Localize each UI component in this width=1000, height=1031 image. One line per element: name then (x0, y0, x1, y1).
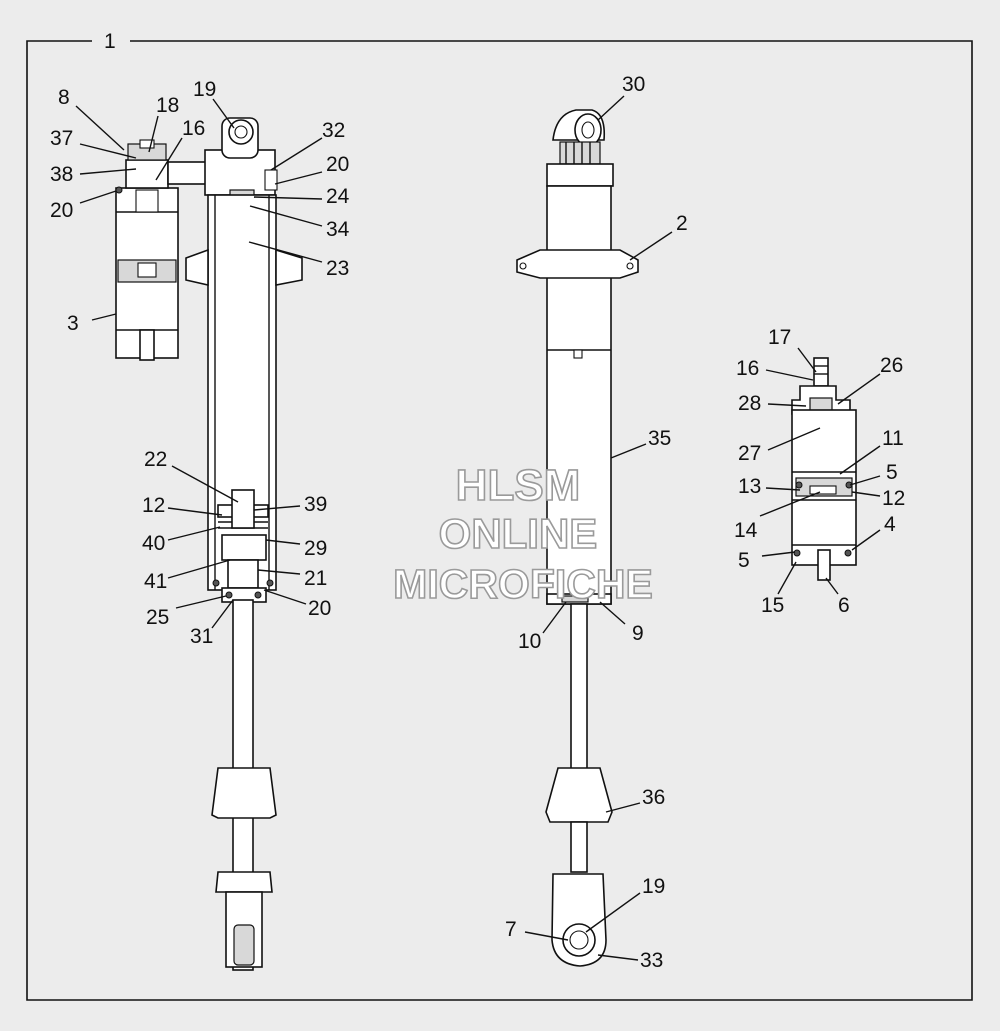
callout-c7: 7 (505, 918, 517, 941)
callout-c35: 35 (648, 427, 671, 450)
callout-c14: 14 (734, 519, 758, 542)
callout-c2: 2 (676, 212, 688, 235)
callout-c25: 25 (146, 606, 169, 629)
callout-c10: 10 (518, 630, 541, 653)
callout-c16b: 16 (736, 357, 759, 380)
callout-c12b: 12 (882, 487, 905, 510)
watermark: HLSM ONLINE MICROFICHE (392, 460, 653, 608)
leader-lines (75, 95, 881, 961)
callout-c13: 13 (738, 475, 761, 498)
callout-c33: 33 (640, 949, 663, 972)
callout-c5a: 5 (886, 461, 898, 484)
callout-c20b: 20 (326, 153, 349, 176)
frame-label: 1 (104, 30, 116, 53)
callout-c11: 11 (882, 427, 904, 450)
watermark-line1: HLSM (456, 461, 581, 510)
callout-c37: 37 (50, 127, 73, 150)
callout-c30: 30 (622, 73, 645, 96)
callout-c6: 6 (838, 594, 850, 617)
callout-c16a: 16 (182, 117, 205, 140)
callout-numbers: 8 18 19 16 37 38 20 32 20 24 34 23 3 22 … (50, 73, 905, 972)
sectioned-shock-assembly (115, 117, 303, 971)
callout-c19b: 19 (642, 875, 665, 898)
callout-c21: 21 (304, 567, 327, 590)
callout-c18: 18 (156, 94, 179, 117)
callout-c19a: 19 (193, 78, 216, 101)
callout-c26: 26 (880, 354, 903, 377)
callout-c34: 34 (326, 218, 350, 241)
callout-c39: 39 (304, 493, 327, 516)
watermark-line3: MICROFICHE (393, 561, 653, 607)
callout-c27: 27 (738, 442, 761, 465)
callout-c4: 4 (884, 513, 896, 536)
callout-c8: 8 (58, 86, 70, 109)
callout-c32: 32 (322, 119, 345, 142)
callout-c22: 22 (144, 448, 167, 471)
callout-c5b: 5 (738, 549, 750, 572)
callout-c38: 38 (50, 163, 73, 186)
callout-c12a: 12 (142, 494, 165, 517)
callout-c24: 24 (326, 185, 350, 208)
callout-c29: 29 (304, 537, 327, 560)
callout-c15: 15 (761, 594, 784, 617)
assembled-shock (516, 109, 639, 967)
callout-c36: 36 (642, 786, 665, 809)
callout-c3: 3 (67, 312, 79, 335)
callout-c40: 40 (142, 532, 165, 555)
callout-c9: 9 (632, 622, 644, 645)
callout-c17: 17 (768, 326, 791, 349)
callout-c20c: 20 (308, 597, 331, 620)
callout-c41: 41 (144, 570, 167, 593)
callout-c20a: 20 (50, 199, 73, 222)
callout-c31: 31 (190, 625, 213, 648)
frame: 1 (26, 30, 973, 1001)
watermark-line2: ONLINE (439, 510, 598, 557)
callout-c23: 23 (326, 257, 349, 280)
callout-c28: 28 (738, 392, 761, 415)
